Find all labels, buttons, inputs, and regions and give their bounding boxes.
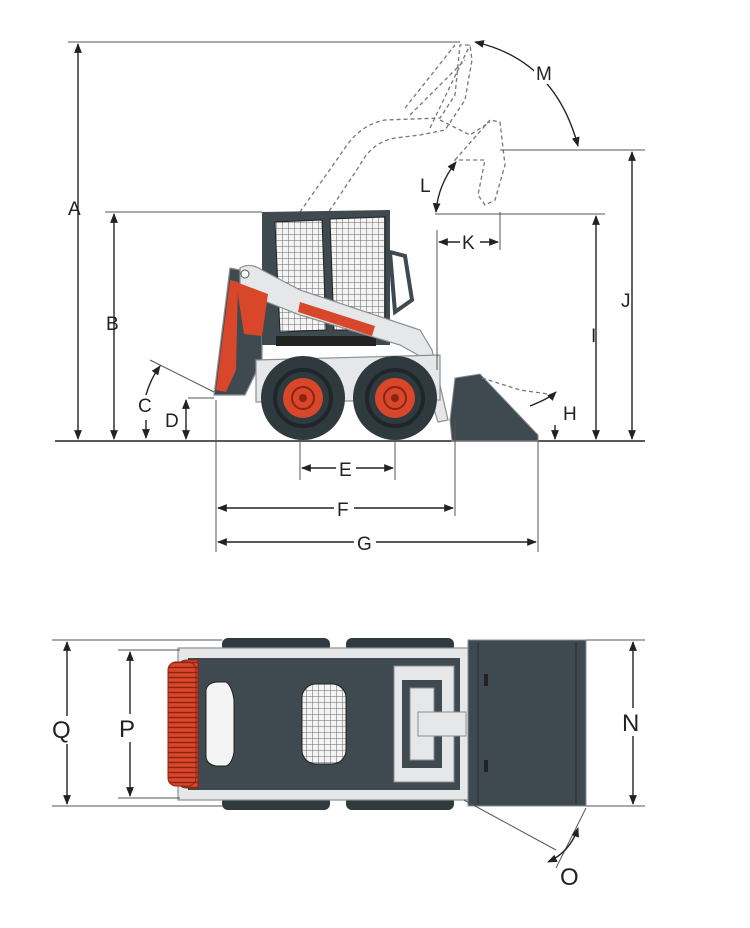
label-q: Q: [52, 717, 71, 744]
label-m: M: [536, 64, 552, 85]
rear-window: [205, 681, 235, 767]
side-view: A B C D E F G H I J K: [55, 40, 645, 555]
bucket-top: [467, 639, 587, 807]
attachment-plate: [393, 665, 467, 783]
label-i: I: [591, 326, 596, 347]
label-a: A: [68, 199, 81, 220]
label-h: H: [563, 404, 577, 425]
raised-lift-arm-outline: [299, 44, 506, 229]
label-j: J: [621, 291, 631, 312]
front-wheel: [353, 356, 437, 440]
label-l: L: [420, 176, 431, 197]
rear-wheel: [261, 356, 345, 440]
bucket: [449, 373, 556, 442]
label-b: B: [106, 314, 119, 335]
label-d: D: [165, 411, 179, 432]
label-f: F: [337, 500, 349, 521]
roof-mesh: [301, 683, 347, 765]
label-e: E: [339, 460, 352, 481]
label-o: O: [560, 864, 579, 891]
label-p: P: [119, 716, 135, 743]
top-view: Q P N O: [52, 638, 648, 891]
label-k: K: [462, 233, 475, 254]
label-g: G: [357, 534, 372, 555]
label-n: N: [622, 710, 639, 737]
label-c: C: [138, 396, 152, 417]
